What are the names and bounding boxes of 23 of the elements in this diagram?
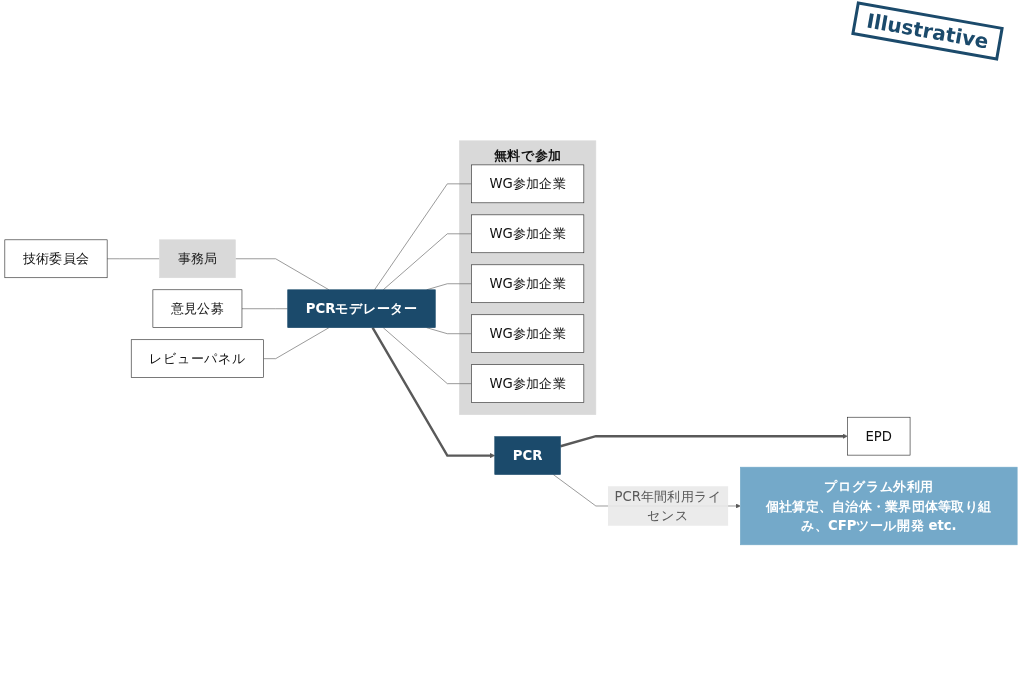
node-box: WG参加企業 (471, 214, 585, 254)
node-box: 技術委員会 (4, 239, 108, 279)
connector (374, 183, 472, 291)
connector (382, 327, 472, 385)
node-box: WG参加企業 (471, 314, 585, 354)
connector (235, 258, 330, 291)
node-box: レビューパネル (130, 339, 264, 379)
node-box: プログラム外利用 個社算定、自治体・業界団体等取り組み、CFPツール開発 etc. (740, 467, 1018, 546)
connector (382, 233, 472, 291)
node-box: WG参加企業 (471, 164, 585, 204)
node-box: PCRモデレーター (287, 289, 436, 329)
node-box: PCR (494, 436, 561, 476)
connector (106, 258, 160, 260)
connector (241, 308, 288, 310)
edge-label: PCR年間利用ライセンス (614, 488, 722, 524)
node-box: 意見公募 (152, 289, 243, 329)
node-box: WG参加企業 (471, 264, 585, 304)
arrow (371, 327, 495, 459)
connector (263, 327, 330, 360)
node-box: WG参加企業 (471, 364, 585, 404)
arrow (560, 433, 848, 448)
node-box: EPD (847, 417, 911, 456)
node-box: 事務局 (159, 239, 236, 279)
